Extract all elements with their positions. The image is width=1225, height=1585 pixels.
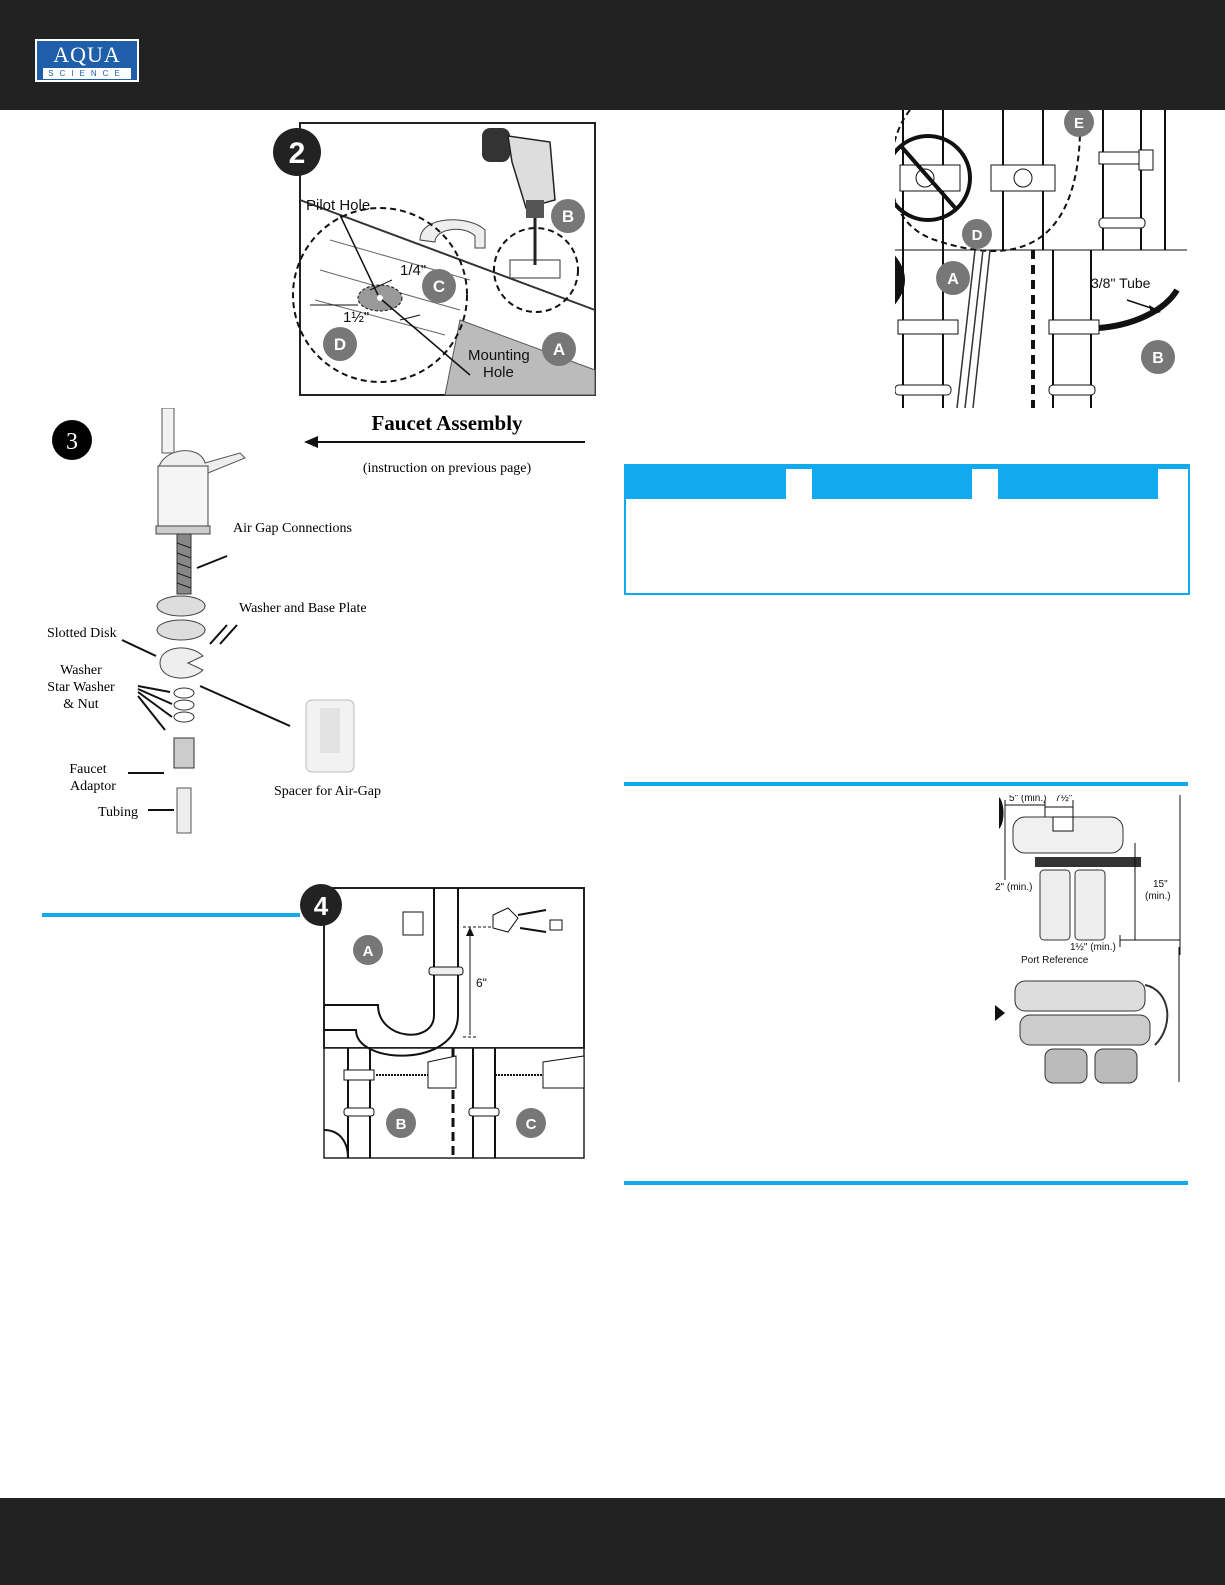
label-nut: & Nut [63, 697, 99, 712]
badge-b: B [1152, 350, 1164, 367]
badge-c: C [433, 277, 445, 296]
label-five-min: 5" (min.) [1009, 795, 1046, 804]
label-port-reference: Port Reference [1021, 955, 1089, 966]
label-mounting: Mounting [468, 347, 530, 364]
info-tab-1 [626, 469, 786, 499]
label-washer: Washer [60, 663, 102, 678]
label-air-gap: Air Gap Connections [233, 521, 352, 536]
section-rule-left [42, 913, 300, 917]
faucet-assembly-title: Faucet Assembly [371, 411, 523, 435]
label-quarter-inch: 1/4" [400, 262, 426, 279]
label-six-inch: 6" [476, 976, 487, 990]
figure-drain-saddle: 6" 4 A B C [298, 880, 588, 1160]
step-number-4: 4 [314, 891, 329, 921]
badge-d: D [972, 227, 983, 244]
label-adaptor: Adaptor [70, 779, 116, 794]
label-one-half-min: 1½" (min.) [1070, 942, 1116, 953]
label-pilot-hole: Pilot Hole [306, 197, 370, 214]
logo-bottom-text: SCIENCE [43, 68, 131, 79]
step-number-2: 2 [289, 137, 306, 170]
figure-pilot-hole: 2 Pilot Hole 1/4" 1½" Mounting Hole A B … [270, 120, 600, 400]
label-inch-half: 1½" [343, 309, 369, 326]
badge-d: D [334, 335, 346, 354]
label-fifteen-min: (min.) [1145, 891, 1171, 902]
section-rule-bottom [624, 1181, 1188, 1185]
label-two-min: 2" (min.) [995, 882, 1032, 893]
badge-b: B [562, 207, 574, 226]
step-number-3: 3 [66, 429, 78, 455]
section-rule-mid [624, 782, 1188, 786]
badge-a: A [947, 271, 959, 288]
info-tab-2 [812, 469, 972, 499]
label-tubing: Tubing [98, 805, 138, 820]
footer-bar [0, 1498, 1225, 1585]
info-tab-3 [998, 469, 1158, 499]
badge-a: A [553, 340, 565, 359]
aqua-science-logo: AQUA SCIENCE [35, 39, 139, 82]
label-tube: 3/8" Tube [1091, 275, 1151, 291]
header-bar [0, 0, 1225, 110]
label-fifteen: 15" [1153, 879, 1168, 890]
label-spacer: Spacer for Air-Gap [274, 784, 381, 799]
label-hole: Hole [483, 364, 514, 381]
figure-feed-valve: 3/8" Tube E D A B [895, 110, 1187, 408]
logo-top-text: AQUA [53, 42, 121, 67]
label-seven-half: 7½" [1055, 795, 1073, 804]
info-box [624, 464, 1190, 595]
figure-faucet-assembly: 3 Faucet Assembly (instruction on previo… [40, 408, 595, 848]
badge-b: B [396, 1116, 407, 1133]
label-slotted-disk: Slotted Disk [47, 626, 117, 641]
figure-system-dimensions: 5" (min.) 7½" 15" (min.) 2" (min.) 1½" (… [995, 795, 1187, 1087]
badge-e: E [1074, 115, 1084, 132]
label-washer-base: Washer and Base Plate [239, 601, 367, 616]
label-faucet: Faucet [69, 762, 106, 777]
badge-c: C [526, 1116, 537, 1133]
label-star-washer: Star Washer [47, 680, 115, 695]
badge-a: A [363, 943, 374, 960]
faucet-assembly-subtitle: (instruction on previous page) [363, 461, 532, 476]
